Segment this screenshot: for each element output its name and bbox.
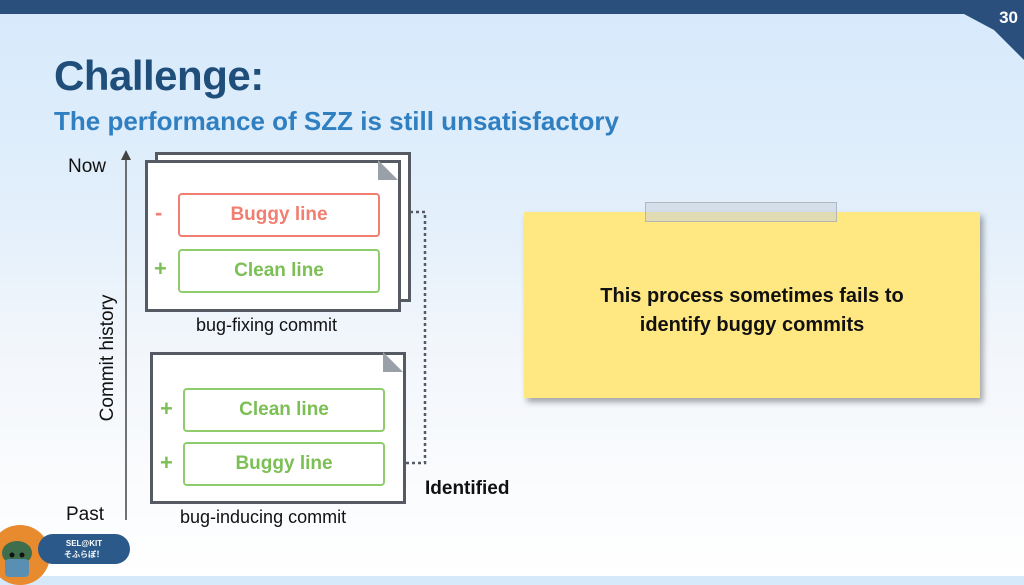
slide-title: Challenge: bbox=[54, 52, 264, 99]
note-line-2: identify buggy commits bbox=[639, 314, 865, 336]
added-sign: + bbox=[160, 450, 173, 475]
added-clean-line: Clean line bbox=[183, 388, 385, 432]
added-sign: + bbox=[160, 396, 173, 421]
inducing-commit-caption: bug-inducing commit bbox=[180, 507, 347, 527]
badge-line-2: そふらぼ！ bbox=[64, 550, 104, 559]
badge-line-1: SEL@KIT bbox=[65, 539, 103, 548]
time-axis-arrow bbox=[121, 150, 131, 520]
slide-number: 30 bbox=[999, 8, 1018, 27]
fixing-commit-caption: bug-fixing commit bbox=[196, 315, 338, 335]
corner-tab bbox=[964, 0, 1024, 60]
sticky-note-text: This process sometimes fails to identify… bbox=[524, 282, 980, 340]
note-line-1: This process sometimes fails to bbox=[600, 285, 904, 307]
axis-now-label: Now bbox=[68, 156, 107, 177]
axis-past-label: Past bbox=[66, 504, 105, 525]
slide-subtitle: The performance of SZZ is still unsatisf… bbox=[54, 106, 619, 136]
removed-sign: - bbox=[155, 200, 163, 225]
axis-title: Commit history bbox=[97, 294, 118, 422]
added-sign: + bbox=[154, 256, 167, 281]
identified-label: Identified bbox=[425, 478, 510, 499]
tape bbox=[645, 202, 837, 222]
lab-badge: SEL@KIT そふらぼ！ bbox=[38, 534, 130, 564]
mascot-icon bbox=[0, 525, 50, 585]
fold-corner-icon bbox=[383, 352, 403, 372]
fold-corner-icon bbox=[378, 160, 398, 180]
sticky-note: This process sometimes fails to identify… bbox=[524, 212, 980, 398]
top-bar bbox=[0, 0, 1024, 14]
added-buggy-line: Buggy line bbox=[183, 442, 385, 486]
added-clean-line: Clean line bbox=[178, 249, 380, 293]
removed-buggy-line: Buggy line bbox=[178, 193, 380, 237]
